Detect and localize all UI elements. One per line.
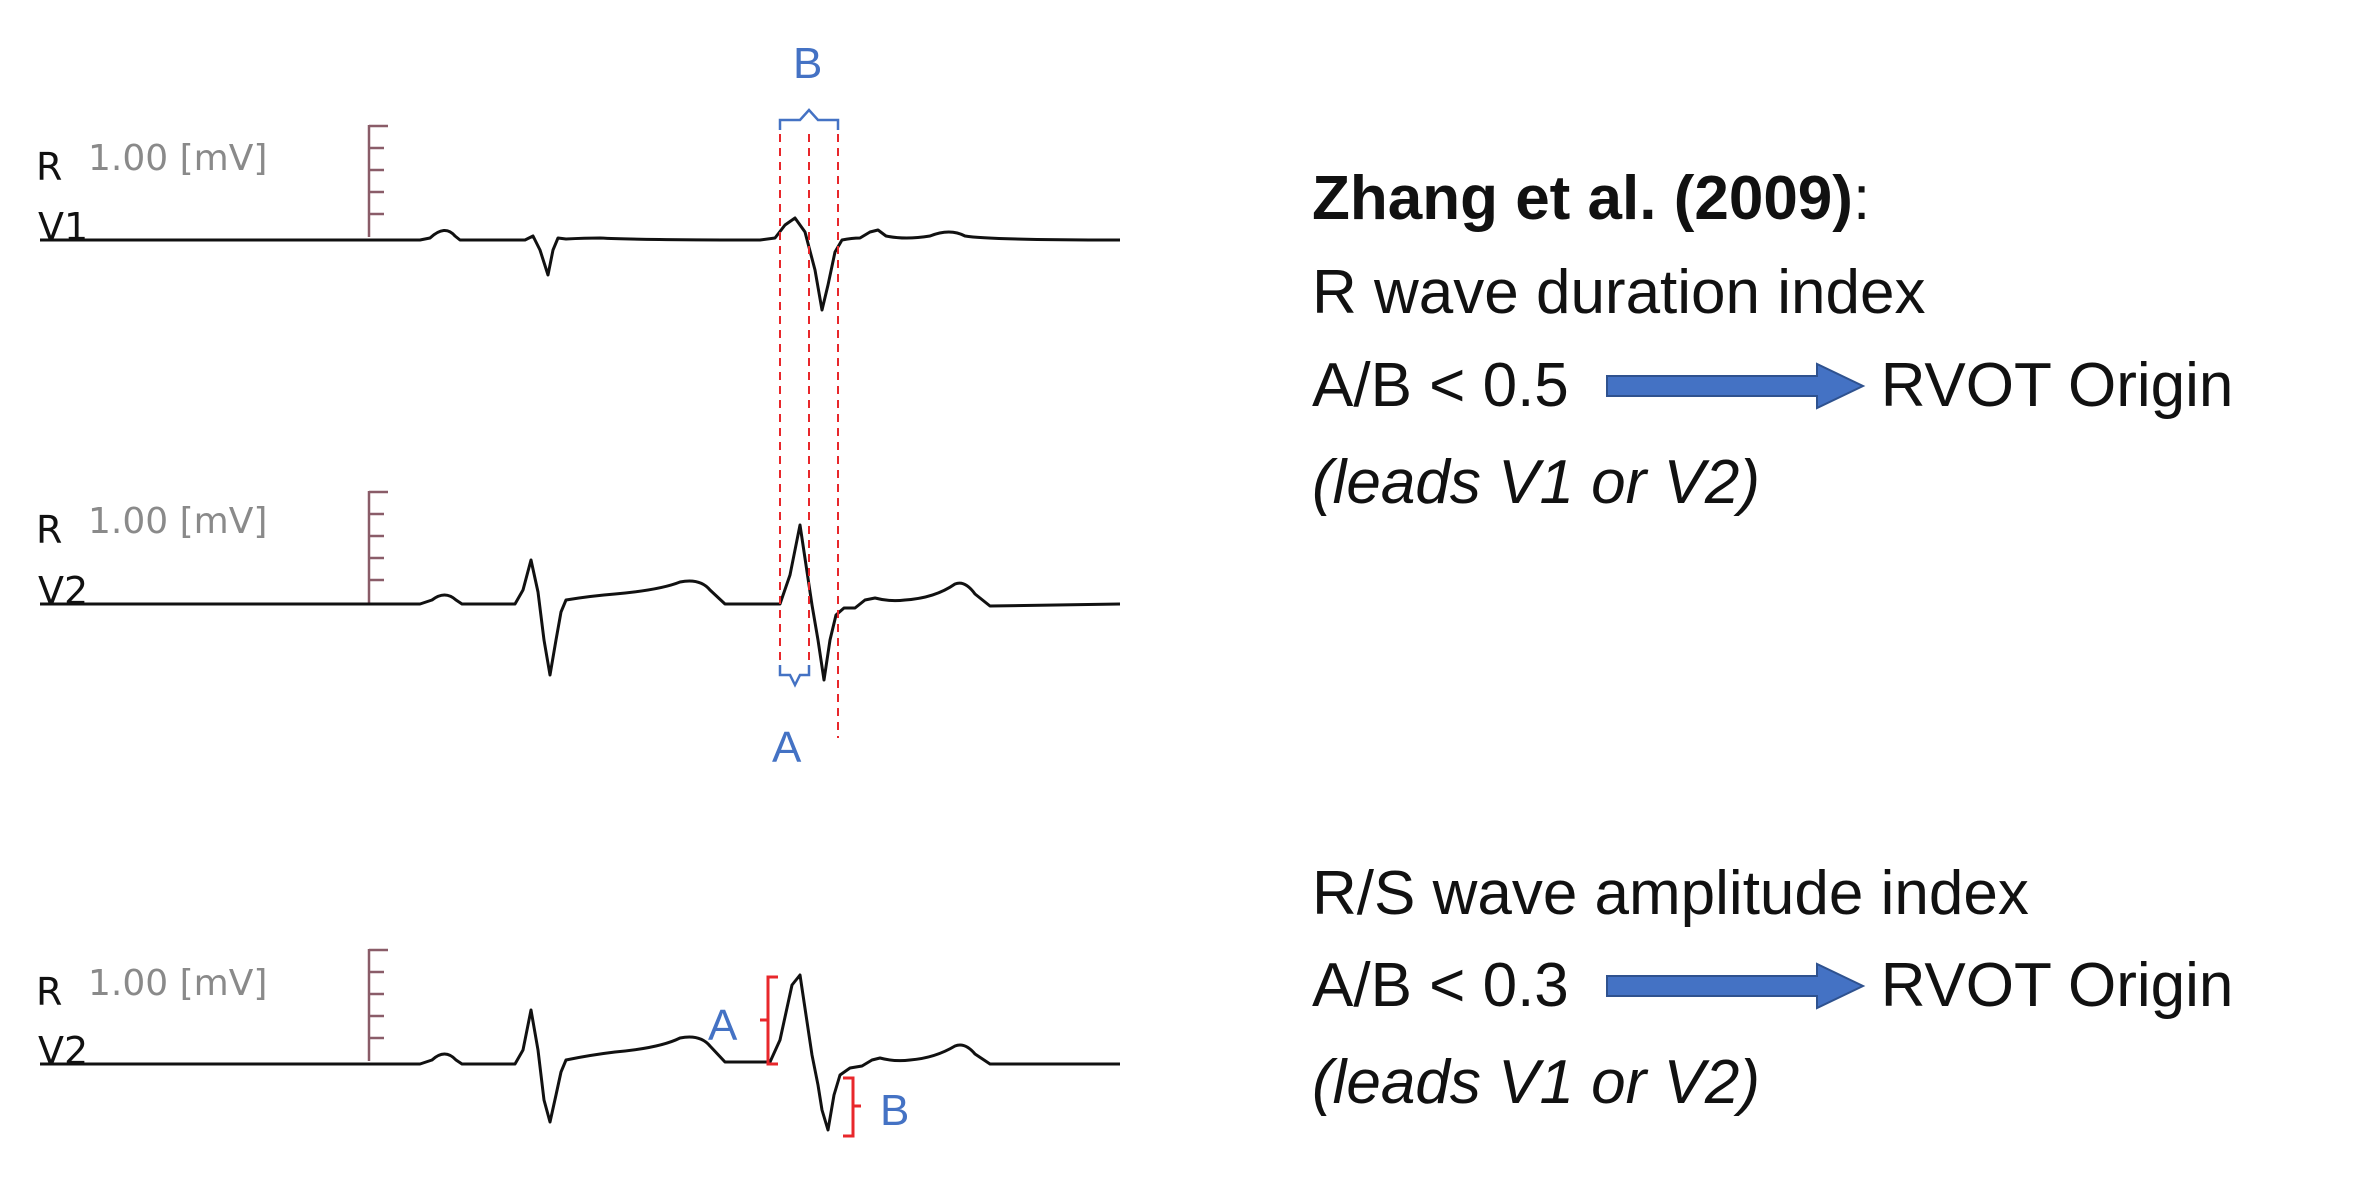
lead-letter: R	[36, 508, 62, 552]
amplitude-b-bracket	[843, 1076, 861, 1138]
amplitude-result: RVOT Origin	[1880, 951, 2234, 1020]
citation: Zhang et al. (2009)	[1312, 164, 1853, 233]
ecg-panel-v2-amplitude: R 1.00 [mV] V2	[36, 948, 1120, 1132]
scale-label: 1.00 [mV]	[88, 501, 267, 542]
duration-b-label: B	[793, 39, 822, 88]
citation-colon: :	[1852, 164, 1871, 233]
lead-name: V2	[38, 1029, 88, 1073]
duration-a-bracket	[778, 665, 811, 688]
amplitude-leads: (leads V1 or V2)	[1312, 1048, 1760, 1117]
lead-letter: R	[36, 145, 62, 189]
amplitude-a-label: A	[708, 1001, 738, 1050]
calibration-scale	[367, 490, 388, 603]
amplitude-condition: A/B < 0.3	[1312, 951, 1569, 1020]
scale-label: 1.00 [mV]	[88, 138, 267, 179]
calibration-scale	[367, 124, 388, 237]
lead-letter: R	[36, 970, 62, 1014]
right-arrow-icon	[1605, 962, 1866, 1010]
amplitude-a-bracket	[760, 975, 778, 1066]
duration-leads: (leads V1 or V2)	[1312, 448, 1760, 517]
right-arrow-icon	[1605, 362, 1866, 410]
scale-label: 1.00 [mV]	[88, 963, 267, 1004]
lead-name: V1	[38, 205, 88, 249]
duration-condition: A/B < 0.5	[1312, 351, 1569, 420]
duration-result: RVOT Origin	[1880, 351, 2234, 420]
amplitude-criterion-row: A/B < 0.3 RVOT Origin	[1312, 955, 2233, 1017]
ecg-panel-v1: R 1.00 [mV] V1	[36, 124, 1121, 312]
calibration-scale	[367, 948, 388, 1061]
ecg-tracings: R 1.00 [mV] V1 R 1.00 [mV] V2 R	[36, 39, 1121, 1138]
ecg-trace	[40, 216, 1121, 312]
ecg-trace	[40, 973, 1120, 1132]
duration-a-label: A	[772, 723, 802, 772]
amplitude-b-label: B	[880, 1086, 909, 1135]
ecg-panel-v2: R 1.00 [mV] V2	[36, 490, 1121, 682]
duration-index-title: R wave duration index	[1312, 258, 1926, 327]
amplitude-index-title: R/S wave amplitude index	[1312, 859, 2029, 928]
citation-heading: Zhang et al. (2009):	[1312, 168, 1870, 230]
duration-guide-lines	[779, 134, 839, 738]
duration-b-bracket	[778, 108, 840, 130]
ecg-trace	[40, 523, 1121, 682]
duration-criterion-row: A/B < 0.5 RVOT Origin	[1312, 355, 2233, 417]
lead-name: V2	[38, 569, 88, 613]
